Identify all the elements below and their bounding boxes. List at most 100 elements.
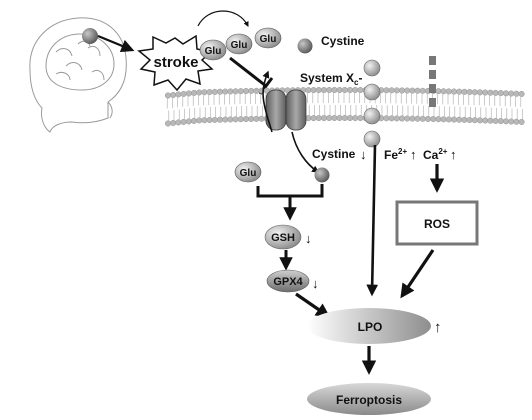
membrane-head-inner — [190, 117, 197, 124]
brain-lesion — [82, 28, 98, 44]
membrane-head-inner — [503, 118, 510, 125]
glu-molecule-2: Glu — [225, 33, 253, 55]
membrane-head-outer — [185, 90, 192, 97]
membrane-head-inner — [206, 117, 213, 124]
membrane-head-outer — [222, 88, 229, 95]
fe-up-indicator: ↑ — [410, 147, 417, 162]
membrane-head-inner — [170, 119, 177, 126]
membrane-head-inner — [513, 118, 520, 125]
membrane-head-inner — [222, 116, 229, 123]
glu-release-curved-arrow — [197, 10, 249, 27]
glu-inside-label: Glu — [240, 168, 257, 179]
membrane-head-inner — [232, 116, 239, 123]
cystine-label-outside: Cystine — [321, 34, 365, 48]
system-xc-label: System Xc- — [300, 71, 362, 87]
membrane-head-inner — [211, 116, 218, 123]
cystine-import-arrow — [291, 131, 320, 173]
membrane-head-outer — [492, 89, 499, 96]
membrane-head-outer — [248, 87, 255, 94]
membrane-head-outer — [216, 88, 223, 95]
membrane-head-outer — [206, 89, 213, 96]
membrane-head-outer — [393, 87, 400, 94]
stroke-label: stroke — [153, 54, 198, 71]
fe-label: Fe2+ — [384, 147, 407, 162]
membrane-head-inner — [175, 119, 182, 126]
membrane-head-outer — [237, 88, 244, 95]
system-xc-transporter — [265, 89, 307, 131]
glu-export-arrow — [262, 70, 273, 133]
membrane-head-inner — [336, 115, 343, 122]
membrane-head-outer — [440, 88, 447, 95]
membrane-head-outer — [201, 89, 208, 96]
membrane-head-outer — [305, 87, 312, 94]
membrane-head-inner — [409, 115, 416, 122]
cystine-molecule-outside — [297, 38, 313, 54]
membrane-head-inner — [477, 117, 484, 124]
cell-membrane-bilayer — [164, 87, 525, 127]
membrane-head-inner — [492, 117, 499, 124]
membrane-head-inner — [253, 115, 260, 122]
membrane-head-outer — [321, 87, 328, 94]
membrane-head-inner — [471, 117, 478, 124]
membrane-head-inner — [445, 116, 452, 123]
membrane-head-outer — [315, 87, 322, 94]
membrane-head-outer — [170, 91, 177, 98]
cystine-molecule-inside — [314, 167, 330, 183]
fe-to-lpo-arrow — [366, 144, 379, 297]
ferroptosis-node — [307, 383, 431, 415]
glu-molecule-1: Glu — [199, 39, 227, 61]
membrane-head-inner — [352, 115, 359, 122]
membrane-head-inner — [185, 118, 192, 125]
membrane-head-inner — [248, 115, 255, 122]
membrane-head-outer — [164, 92, 171, 99]
membrane-head-inner — [383, 115, 390, 122]
membrane-head-outer — [518, 90, 525, 97]
membrane-head-outer — [357, 87, 364, 94]
membrane-head-outer — [341, 87, 348, 94]
ros-label: ROS — [424, 217, 450, 231]
calcium-channel — [429, 56, 436, 107]
ros-to-lpo-arrow — [400, 249, 435, 299]
glu-molecule-1-label: Glu — [205, 46, 222, 57]
membrane-head-outer — [508, 90, 515, 97]
membrane-head-inner — [518, 118, 525, 125]
gpx4-to-lpo-arrow — [295, 292, 331, 318]
membrane-head-inner — [487, 117, 494, 124]
membrane-head-inner — [404, 115, 411, 122]
membrane-head-inner — [482, 117, 489, 124]
membrane-head-outer — [175, 91, 182, 98]
membrane-head-inner — [196, 117, 203, 124]
membrane-head-outer — [383, 87, 390, 94]
membrane-head-inner — [425, 115, 432, 122]
membrane-head-outer — [399, 87, 406, 94]
cystine-label-inside: Cystine — [312, 147, 356, 161]
membrane-head-inner — [414, 115, 421, 122]
membrane-head-outer — [482, 89, 489, 96]
membrane-head-outer — [253, 87, 260, 94]
membrane-head-inner — [321, 115, 328, 122]
membrane-head-outer — [310, 87, 317, 94]
membrane-head-inner — [393, 115, 400, 122]
membrane-head-inner — [466, 117, 473, 124]
membrane-head-outer — [456, 88, 463, 95]
membrane-head-inner — [435, 116, 442, 123]
membrane-head-inner — [258, 115, 265, 122]
ca-up-indicator: ↑ — [450, 147, 457, 162]
membrane-head-outer — [331, 87, 338, 94]
membrane-head-inner — [341, 115, 348, 122]
membrane-head-outer — [471, 89, 478, 96]
membrane-head-inner — [310, 115, 317, 122]
membrane-head-inner — [347, 115, 354, 122]
membrane-head-inner — [201, 117, 208, 124]
membrane-head-inner — [216, 116, 223, 123]
membrane-head-outer — [435, 88, 442, 95]
head-to-stroke-arrow — [97, 34, 135, 53]
gsh-node: GSH — [264, 224, 302, 250]
membrane-head-outer — [477, 89, 484, 96]
membrane-head-inner — [315, 115, 322, 122]
membrane-head-inner — [497, 118, 504, 125]
membrane-head-inner — [326, 115, 333, 122]
membrane-head-inner — [440, 116, 447, 123]
membrane-head-outer — [242, 88, 249, 95]
